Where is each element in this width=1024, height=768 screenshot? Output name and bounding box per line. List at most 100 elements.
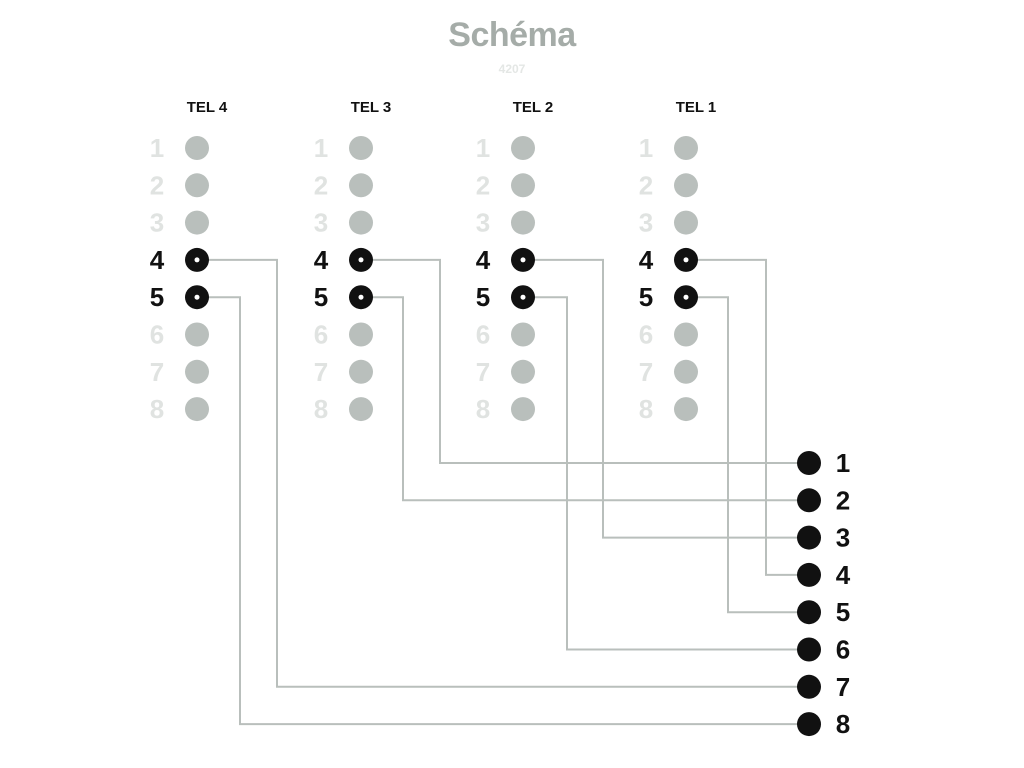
pin-label: 5	[639, 282, 653, 312]
pin-label: 1	[476, 133, 490, 163]
wire-tel-2-pin-4-to-3	[523, 258, 809, 539]
pin-dot-tel-3-6	[349, 322, 373, 347]
pin-dot-tel-2-2	[511, 173, 535, 198]
pin-dot-tel-4-6	[185, 322, 209, 347]
output-pin-dot-5	[797, 600, 821, 625]
pin-label: 4	[639, 245, 654, 275]
pin-label: 5	[476, 282, 490, 312]
pin-label: 5	[314, 282, 328, 312]
pin-dot-tel-4-1	[185, 136, 209, 160]
output-pin-dot-8	[797, 712, 821, 737]
pin-dot-center	[358, 257, 364, 263]
pin-label: 4	[314, 245, 329, 275]
pin-label: 3	[476, 208, 490, 238]
pin-label: 8	[314, 394, 328, 424]
output-pin-label: 7	[836, 672, 850, 702]
output-pin-dot-2	[797, 488, 821, 513]
connector-label: TEL 1	[676, 99, 717, 116]
pin-dot-tel-2-3	[511, 210, 535, 235]
pin-label: 7	[639, 357, 653, 387]
pin-label: 3	[314, 208, 328, 238]
pin-dot-center	[520, 257, 526, 263]
pin-dot-tel-4-3	[185, 210, 209, 235]
pin-label: 2	[476, 170, 490, 200]
connector-label: TEL 2	[513, 99, 554, 116]
page-title: Schéma	[448, 16, 576, 54]
connector-tel-2: TEL 2 1 2 3 4 5 6 7 8	[476, 99, 554, 424]
connector-tel-4: TEL 4 1 2 3 4 5 6 7 8	[150, 99, 228, 424]
pin-label: 8	[639, 394, 653, 424]
wire-tel-3-pin-4-to-1	[361, 258, 809, 464]
connector-label: TEL 3	[351, 99, 392, 116]
pin-label: 4	[150, 245, 165, 275]
page-subtitle: 4207	[498, 62, 526, 76]
pin-label: 3	[150, 208, 164, 238]
output-pin-label: 8	[836, 709, 850, 739]
pin-dot-tel-1-8	[674, 397, 698, 422]
connector-tel-1: TEL 1 1 2 3 4 5 6 7 8	[639, 99, 717, 424]
output-pin-label: 2	[836, 485, 850, 515]
pin-dot-tel-3-8	[349, 397, 373, 422]
pin-label: 6	[150, 320, 164, 350]
output-pin-dot-6	[797, 637, 821, 662]
output-pin-dot-1	[797, 451, 821, 475]
wire-tel-2-pin-5-to-6	[523, 296, 809, 651]
output-pin-label: 3	[836, 523, 850, 553]
pin-label: 4	[476, 245, 491, 275]
pin-dot-tel-1-2	[674, 173, 698, 198]
connector-label: TEL 4	[187, 99, 228, 116]
pin-dot-center	[194, 257, 200, 263]
pin-dot-tel-3-7	[349, 359, 373, 384]
wires-layer	[197, 258, 809, 726]
pin-label: 2	[150, 170, 164, 200]
pin-label: 1	[314, 133, 328, 163]
pin-dot-tel-3-2	[349, 173, 373, 198]
pin-dot-tel-2-8	[511, 397, 535, 422]
output-pin-label: 6	[836, 635, 850, 665]
pin-dot-tel-1-6	[674, 322, 698, 347]
pin-label: 2	[314, 170, 328, 200]
output-pin-label: 4	[836, 560, 851, 590]
pin-label: 6	[314, 320, 328, 350]
pin-dot-tel-2-1	[511, 136, 535, 160]
wire-tel-4-pin-4-to-7	[197, 258, 809, 688]
pin-label: 1	[639, 133, 653, 163]
wire-tel-1-pin-5-to-5	[686, 296, 809, 614]
output-pin-dot-4	[797, 562, 821, 587]
pin-dot-tel-3-1	[349, 136, 373, 160]
output-pin-dot-7	[797, 674, 821, 699]
pin-dot-tel-2-6	[511, 322, 535, 347]
wire-tel-3-pin-5-to-2	[361, 296, 809, 502]
output-pin-label: 1	[836, 448, 850, 478]
pin-dot-tel-4-2	[185, 173, 209, 198]
pin-dot-center	[520, 294, 526, 300]
pin-label: 5	[150, 282, 164, 312]
pin-label: 6	[476, 320, 490, 350]
pin-label: 6	[639, 320, 653, 350]
pin-dot-center	[683, 257, 689, 263]
pin-label: 3	[639, 208, 653, 238]
output-pin-dot-3	[797, 525, 821, 550]
pin-label: 7	[476, 357, 490, 387]
pin-dot-tel-3-3	[349, 210, 373, 235]
pin-label: 7	[150, 357, 164, 387]
pin-dot-tel-1-3	[674, 210, 698, 235]
pin-dot-tel-1-1	[674, 136, 698, 160]
pin-dot-center	[358, 294, 364, 300]
pin-dot-tel-4-8	[185, 397, 209, 422]
pin-label: 1	[150, 133, 164, 163]
pin-label: 8	[150, 394, 164, 424]
pin-dot-tel-1-7	[674, 359, 698, 384]
pin-dot-tel-2-7	[511, 359, 535, 384]
pin-dot-center	[194, 294, 200, 300]
wire-tel-1-pin-4-to-4	[686, 258, 809, 576]
pin-label: 8	[476, 394, 490, 424]
pin-label: 2	[639, 170, 653, 200]
pin-dot-center	[683, 294, 689, 300]
pin-dot-tel-4-7	[185, 359, 209, 384]
